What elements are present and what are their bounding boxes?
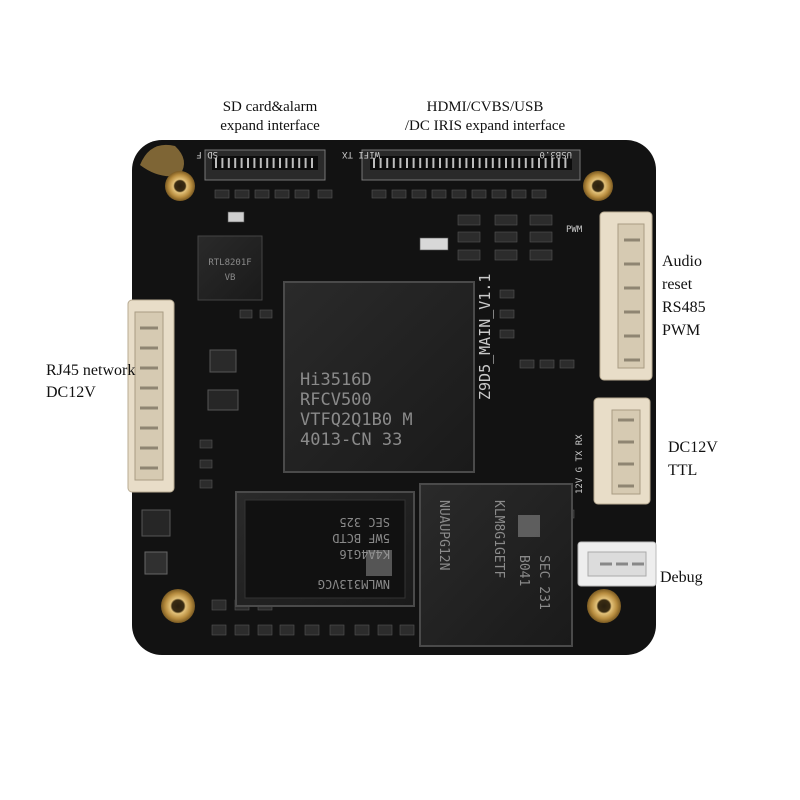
mounting-holes bbox=[161, 171, 621, 623]
main-soc-chip: Hi3516D RFCV500 VTFQ2Q1B0 M 4013-CN 33 bbox=[283, 281, 475, 473]
eth-chip-line-1: RTL8201F bbox=[208, 258, 251, 268]
emmc-line-4: NUAUPG12N bbox=[436, 500, 451, 570]
emmc-line-3: KLM8G1GETF bbox=[491, 500, 506, 578]
small-ic-3 bbox=[141, 509, 171, 537]
ethernet-phy-chip: RTL8201F VB bbox=[197, 235, 263, 301]
silk-wifi: WIFI TX bbox=[341, 149, 380, 159]
passive-components bbox=[199, 189, 575, 636]
board-model-label: Z9D5_MAIN_V1.1 bbox=[476, 274, 494, 400]
glue-blob bbox=[140, 144, 184, 177]
label-dc12v-ttl: DC12V TTL bbox=[668, 439, 718, 479]
ram-line-1: NWLM313VCG bbox=[318, 577, 390, 591]
ram-line-3: 5WF BCTD bbox=[332, 531, 390, 545]
audio-connector bbox=[599, 211, 653, 381]
small-ic bbox=[209, 349, 237, 373]
rj45-connector bbox=[127, 299, 175, 493]
soc-line-3: VTFQ2Q1B0 M bbox=[300, 410, 413, 430]
emmc-chip: SEC 231 B041 KLM8G1GETF NUAUPG12N bbox=[419, 483, 573, 647]
ttl-connector bbox=[593, 397, 651, 505]
label-audio: Audio reset RS485 PWM bbox=[662, 253, 706, 339]
soc-line-4: 4013-CN 33 bbox=[300, 430, 402, 450]
emmc-line-1: SEC 231 bbox=[536, 555, 551, 610]
emmc-line-2: B041 bbox=[516, 555, 531, 586]
silk-sd: SD F bbox=[196, 149, 218, 159]
hdmi-connector bbox=[361, 149, 581, 181]
silk-usb: USB3.0 bbox=[539, 149, 572, 159]
label-sd-card: SD card&alarm expand interface bbox=[220, 99, 320, 134]
small-ic-2 bbox=[207, 389, 239, 411]
label-hdmi: HDMI/CVBS/USB /DC IRIS expand interface bbox=[404, 99, 566, 134]
eth-chip-line-2: VB bbox=[225, 273, 236, 283]
ram-chip: NWLM313VCG K4A4G16 5WF BCTD SEC 325 bbox=[235, 491, 415, 607]
silk-pwm: PWM bbox=[566, 225, 583, 235]
small-ic-4 bbox=[144, 551, 168, 575]
sd-connector bbox=[204, 149, 326, 181]
soc-line-2: RFCV500 bbox=[300, 390, 372, 410]
label-rj45: RJ45 network DC12V bbox=[46, 362, 136, 401]
debug-connector bbox=[577, 541, 657, 587]
ram-line-4: SEC 325 bbox=[339, 515, 390, 529]
label-debug: Debug bbox=[660, 569, 703, 586]
soc-line-1: Hi3516D bbox=[300, 370, 372, 390]
silk-ttl: 12V G TX RX bbox=[575, 434, 585, 494]
